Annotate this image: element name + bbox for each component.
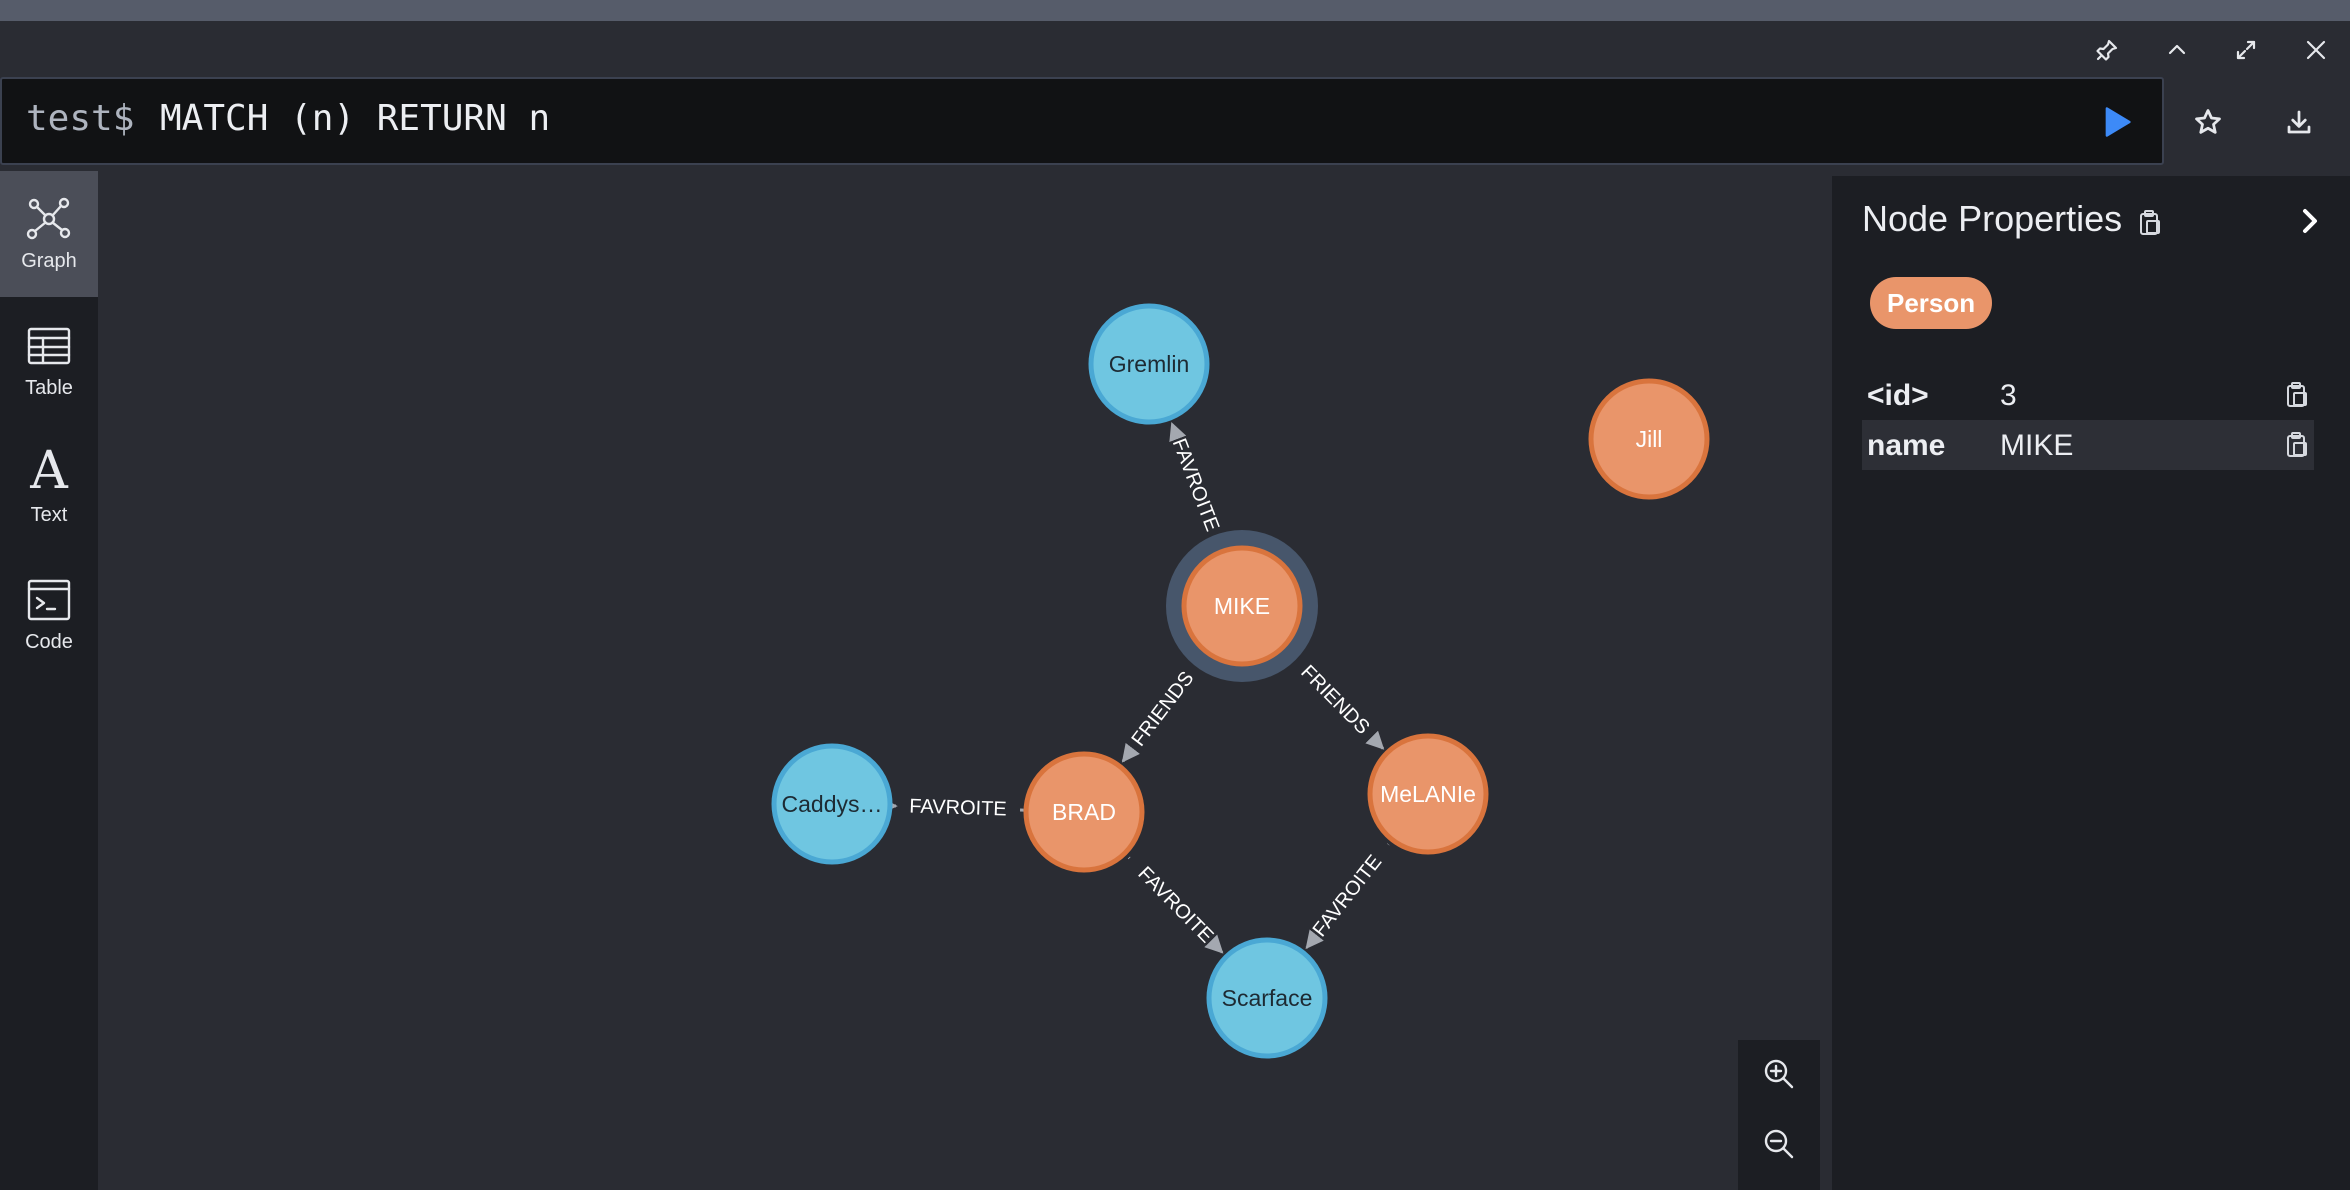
sidebar-item-label: Table xyxy=(25,376,73,399)
relationship[interactable]: FAVROITE xyxy=(879,795,1024,821)
favorite-button[interactable] xyxy=(2183,97,2233,147)
node-circle[interactable] xyxy=(1588,378,1710,500)
graph-node-mike[interactable]: MIKE xyxy=(1166,530,1318,682)
run-query-button[interactable] xyxy=(2094,99,2140,145)
property-value: MIKE xyxy=(2000,429,2074,462)
graph-node-melanie[interactable]: MeLANIe xyxy=(1367,733,1489,855)
relationship-type-label: FRIENDS xyxy=(1296,661,1373,739)
node-circle[interactable] xyxy=(1181,545,1303,667)
top-strip xyxy=(0,0,2350,21)
sidebar-item-code[interactable]: Code xyxy=(0,552,98,678)
collapse-panel-button[interactable] xyxy=(2287,198,2333,244)
relationship-type-label: FAVROITE xyxy=(1168,436,1223,535)
graph-node-caddys[interactable]: Caddys… xyxy=(771,743,893,865)
relationship[interactable]: FRIENDS xyxy=(1285,650,1385,750)
relationships-layer: FAVROITE FRIENDS FRIENDS FAVROITE FAVROITE FA… xyxy=(879,422,1390,954)
node-caption: BRAD xyxy=(1052,799,1116,825)
zoom-in-icon xyxy=(1764,1059,1794,1089)
node-caption: Gremlin xyxy=(1109,351,1190,377)
fullscreen-icon[interactable] xyxy=(2226,30,2266,70)
property-key: name xyxy=(1867,429,1946,462)
pin-icon[interactable] xyxy=(2087,30,2127,70)
relationship[interactable]: FAVROITE xyxy=(1127,856,1224,954)
chevron-right-icon xyxy=(2303,209,2317,233)
collapse-up-icon[interactable] xyxy=(2157,30,2197,70)
result-view-sidebar: Graph Table A Text Code xyxy=(0,171,98,1190)
relationship[interactable]: FAVROITE xyxy=(1168,422,1223,547)
zoom-out-icon xyxy=(1764,1129,1794,1159)
star-icon xyxy=(2195,109,2221,134)
download-icon xyxy=(2287,110,2311,134)
relationship-type-label: FAVROITE xyxy=(909,795,1007,820)
node-circle[interactable] xyxy=(771,743,893,865)
query-prompt: test$ xyxy=(26,98,135,139)
sidebar-item-text[interactable]: A Text xyxy=(0,423,98,549)
zoom-out-button[interactable] xyxy=(1755,1120,1803,1168)
relationship-type-label: FAVROITE xyxy=(1309,851,1387,941)
node-circle[interactable] xyxy=(1088,303,1210,425)
graph-node-gremlin[interactable]: Gremlin xyxy=(1088,303,1210,425)
sidebar-item-label: Code xyxy=(25,630,73,653)
table-icon xyxy=(27,327,71,364)
graph-node-jill[interactable]: Jill xyxy=(1588,378,1710,500)
graph-canvas[interactable]: FAVROITE FRIENDS FRIENDS FAVROITE FAVROITE FA… xyxy=(98,171,1832,1190)
clipboard-icon[interactable] xyxy=(2281,430,2311,460)
relationship-line[interactable] xyxy=(1127,856,1131,860)
graph-icon xyxy=(26,197,71,239)
relationship-type-label: FAVROITE xyxy=(1133,863,1217,948)
node-properties-panel: Node Properties Person <id> 3 name MIKE xyxy=(1832,176,2350,1190)
relationship[interactable]: FRIENDS xyxy=(1121,655,1205,763)
clipboard-icon[interactable] xyxy=(2281,380,2311,410)
node-caption: Jill xyxy=(1636,426,1663,452)
query-input[interactable]: MATCH (n) RETURN n xyxy=(160,98,551,139)
property-row: <id> 3 xyxy=(1862,370,2314,420)
download-button[interactable] xyxy=(2274,97,2324,147)
sidebar-item-label: Graph xyxy=(21,249,77,272)
play-icon xyxy=(2105,107,2131,137)
graph-node-scarface[interactable]: Scarface xyxy=(1206,937,1328,1059)
node-caption: Scarface xyxy=(1222,985,1313,1011)
zoom-controls xyxy=(1738,1040,1820,1190)
sidebar-item-graph[interactable]: Graph xyxy=(0,171,98,297)
node-caption: MeLANIe xyxy=(1380,781,1476,807)
graph-visualization[interactable]: FAVROITE FRIENDS FRIENDS FAVROITE FAVROITE FA… xyxy=(98,171,1832,1190)
zoom-in-button[interactable] xyxy=(1755,1050,1803,1098)
text-icon: A xyxy=(30,440,68,501)
sidebar-item-table[interactable]: Table xyxy=(0,298,98,424)
query-editor[interactable]: test$ MATCH (n) RETURN n xyxy=(0,77,2164,165)
node-caption: Caddys… xyxy=(782,791,883,817)
graph-node-brad[interactable]: BRAD xyxy=(1023,751,1145,873)
node-circle[interactable] xyxy=(1367,733,1489,855)
code-icon xyxy=(27,579,71,620)
node-circle[interactable] xyxy=(1206,937,1328,1059)
node-caption: MIKE xyxy=(1214,593,1270,619)
relationship[interactable]: FAVROITE xyxy=(1305,843,1390,950)
node-label-badge[interactable]: Person xyxy=(1870,277,1993,329)
relationship-type-label: FRIENDS xyxy=(1128,667,1199,750)
property-row: name MIKE xyxy=(1862,420,2314,470)
sidebar-item-label: Text xyxy=(30,503,68,526)
frame-toolbar xyxy=(0,21,2350,75)
node-circle[interactable] xyxy=(1023,751,1145,873)
clipboard-icon[interactable] xyxy=(2134,208,2164,238)
property-key: <id> xyxy=(1867,379,1929,412)
relationship-arrow[interactable] xyxy=(1121,742,1140,763)
close-icon[interactable] xyxy=(2296,30,2336,70)
relationship-arrow[interactable] xyxy=(1204,934,1224,954)
property-value: 3 xyxy=(2000,379,2017,412)
relationship-arrow[interactable] xyxy=(1365,730,1385,750)
panel-title: Node Properties xyxy=(1862,198,2123,239)
